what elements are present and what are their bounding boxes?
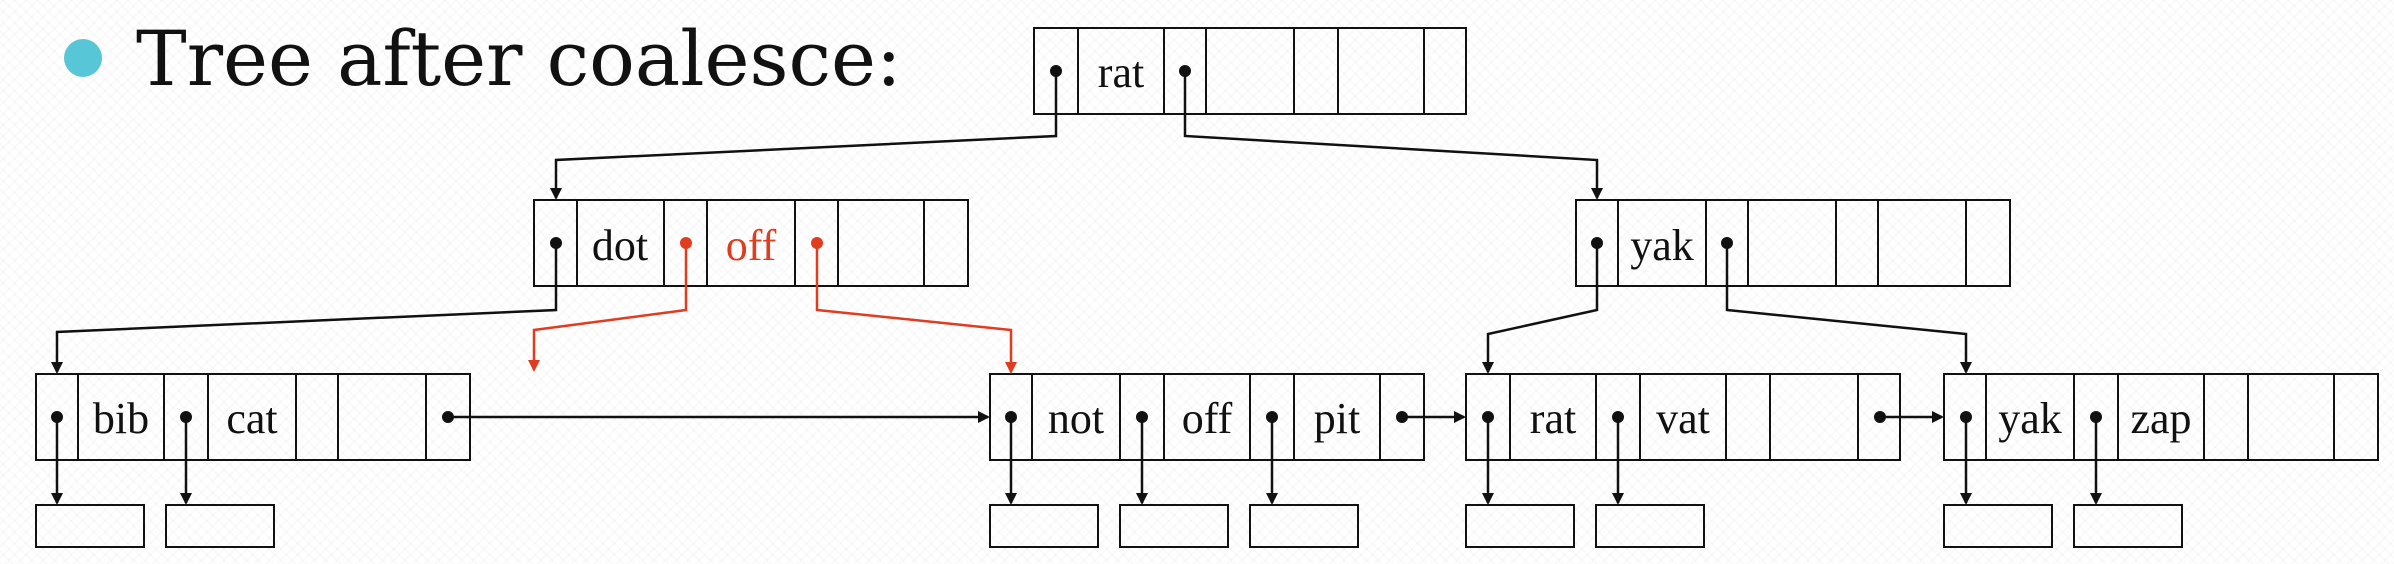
leaf-3-key-1: rat xyxy=(1530,394,1576,443)
record-box xyxy=(35,504,145,548)
leaf-2-key-3: pit xyxy=(1314,394,1360,443)
bullet-icon xyxy=(64,39,102,77)
arrow-dot-bib xyxy=(51,243,558,374)
internal-left-key-1: dot xyxy=(592,221,648,270)
slide-title: Tree after coalesce: xyxy=(136,13,902,103)
root-node xyxy=(1033,27,1467,115)
record-boxes xyxy=(35,504,2183,548)
record-box xyxy=(989,504,1099,548)
record-box xyxy=(1595,504,1705,548)
record-box xyxy=(1119,504,1229,548)
root-node-frame xyxy=(1033,27,1467,115)
tree-pointer-arrows xyxy=(51,71,2102,505)
record-box xyxy=(1943,504,2053,548)
root-key-1: rat xyxy=(1098,48,1144,97)
arrow-root-right xyxy=(1183,71,1603,200)
record-box xyxy=(1465,504,1575,548)
arrow-yak-rat xyxy=(1482,243,1599,374)
arrow-root-left xyxy=(550,71,1058,200)
slide-heading: Tree after coalesce: xyxy=(64,8,902,108)
record-box xyxy=(165,504,275,548)
leaf-1-key-2: cat xyxy=(226,394,277,443)
leaf-1-key-1: bib xyxy=(93,394,149,443)
coalesce-highlight-arrows xyxy=(528,243,1017,374)
arrow-red-off-not xyxy=(815,243,1017,374)
arrow-yak-yak xyxy=(1725,243,1972,374)
arrow-red-dangling xyxy=(528,243,688,372)
leaf-4-key-1: yak xyxy=(1998,394,2062,443)
record-box xyxy=(2073,504,2183,548)
leaf-2-key-1: not xyxy=(1048,394,1104,443)
internal-right-key-1: yak xyxy=(1630,221,1694,270)
leaf-4-key-2: zap xyxy=(2130,394,2191,443)
internal-node-right xyxy=(1575,199,2011,287)
leaf-2-key-2: off xyxy=(1182,394,1233,443)
record-box xyxy=(1249,504,1359,548)
internal-node-left xyxy=(533,199,969,287)
leaf-3-key-2: vat xyxy=(1656,394,1710,443)
internal-left-key-2-highlighted: off xyxy=(726,221,777,270)
leaf-node-4 xyxy=(1943,373,2379,461)
